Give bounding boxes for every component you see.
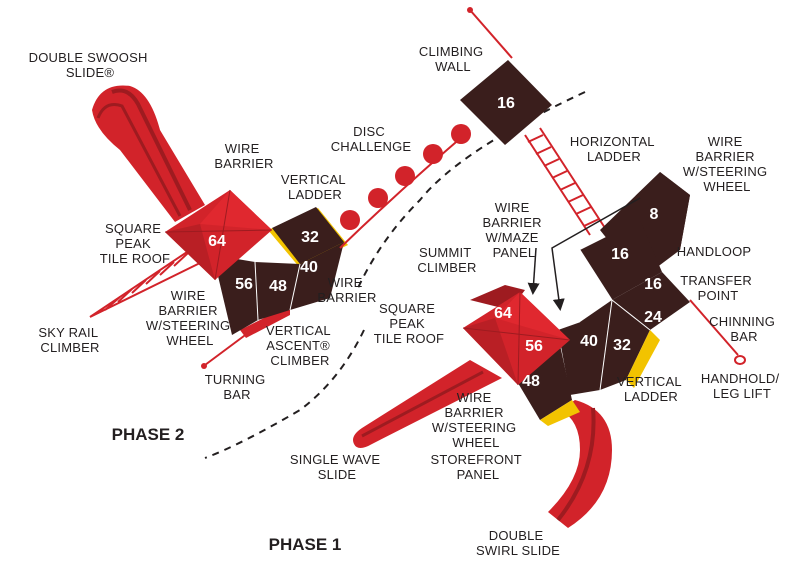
horizontal-ladder [524, 127, 606, 236]
phase2-decks [213, 207, 348, 335]
deck-number-32: 32 [613, 337, 631, 354]
label-square-peak-tile-roof-right: SQUARE PEAK TILE ROOF [374, 301, 444, 346]
deck-number-16: 16 [644, 276, 662, 293]
arrow-wire-barrier-steering [551, 197, 641, 311]
deck-number-16: 16 [497, 95, 515, 112]
deck-number-16: 16 [611, 246, 629, 263]
phase1-square-peak-roof [462, 285, 571, 386]
phase2-square-peak-roof [164, 189, 273, 281]
deck-number-56: 56 [525, 338, 543, 355]
arrow-wire-barrier-maze [527, 247, 540, 295]
label-storefront-panel: STOREFRONT PANEL [431, 452, 526, 482]
deck-number-48: 48 [522, 373, 540, 390]
disc-challenge [339, 124, 471, 249]
label-wire-barrier-steering-wheel-bottom: WIRE BARRIER W/STEERING WHEEL [432, 390, 520, 450]
label-handloop: HANDLOOP [677, 244, 752, 259]
label-summit-climber: SUMMIT CLIMBER [417, 245, 476, 275]
deck-number-56: 56 [235, 276, 253, 293]
label-double-swirl-slide: DOUBLE SWIRL SLIDE [476, 528, 560, 558]
label-transfer-point: TRANSFER POINT [680, 273, 755, 303]
chinning-bar [689, 299, 739, 356]
label-sky-rail-climber: SKY RAIL CLIMBER [38, 325, 101, 355]
label-wire-barrier-steering-wheel-left: WIRE BARRIER W/STEERING WHEEL [146, 288, 234, 348]
label-wire-barrier-maze-panel: WIRE BARRIER W/MAZE PANEL [482, 200, 545, 260]
label-turning-bar: TURNING BAR [205, 372, 269, 402]
label-disc-challenge: DISC CHALLENGE [331, 124, 412, 154]
deck-number-64: 64 [208, 233, 226, 250]
label-vertical-ascent-climber: VERTICAL ASCENT® CLIMBER [266, 323, 334, 368]
double-swoosh-slide [92, 85, 205, 222]
label-wire-barrier: WIRE BARRIER [214, 141, 273, 171]
phase-2-title: PHASE 2 [112, 425, 185, 444]
deck-number-40: 40 [580, 333, 598, 350]
phase1-decks [515, 172, 690, 426]
phase-divider-lower [204, 329, 365, 459]
deck-number-40: 40 [300, 259, 318, 276]
deck-number-64: 64 [494, 305, 512, 322]
label-vertical-ladder-bottom: VERTICAL LADDER [617, 374, 685, 404]
single-wave-slide [353, 360, 502, 448]
deck-number-8: 8 [650, 206, 659, 223]
turning-bar [204, 329, 253, 366]
deck-number-32: 32 [301, 229, 319, 246]
label-wire-barrier-steering-wheel: WIRE BARRIER W/STEERING WHEEL [683, 134, 771, 194]
label-wire-barrier-middle: WIRE BARRIER [317, 275, 376, 305]
label-horizontal-ladder: HORIZONTAL LADDER [570, 134, 658, 164]
label-vertical-ladder: VERTICAL LADDER [281, 172, 349, 202]
label-handhold-leg-lift: HANDHOLD/ LEG LIFT [701, 371, 783, 401]
handhold-leg-lift [734, 355, 746, 365]
label-double-swoosh-slide: DOUBLE SWOOSH SLIDE® [29, 50, 152, 80]
label-climbing-wall: CLIMBING WALL [419, 44, 487, 74]
double-swirl-slide [548, 400, 612, 528]
label-chinning-bar: CHINNING BAR [709, 314, 779, 344]
label-single-wave-slide: SINGLE WAVE SLIDE [290, 452, 384, 482]
climbing-wall-deck [460, 7, 552, 145]
label-square-peak-tile-roof: SQUARE PEAK TILE ROOF [100, 221, 170, 266]
deck-number-24: 24 [644, 309, 662, 326]
phase-1-title: PHASE 1 [269, 535, 342, 554]
deck-number-48: 48 [269, 278, 287, 295]
